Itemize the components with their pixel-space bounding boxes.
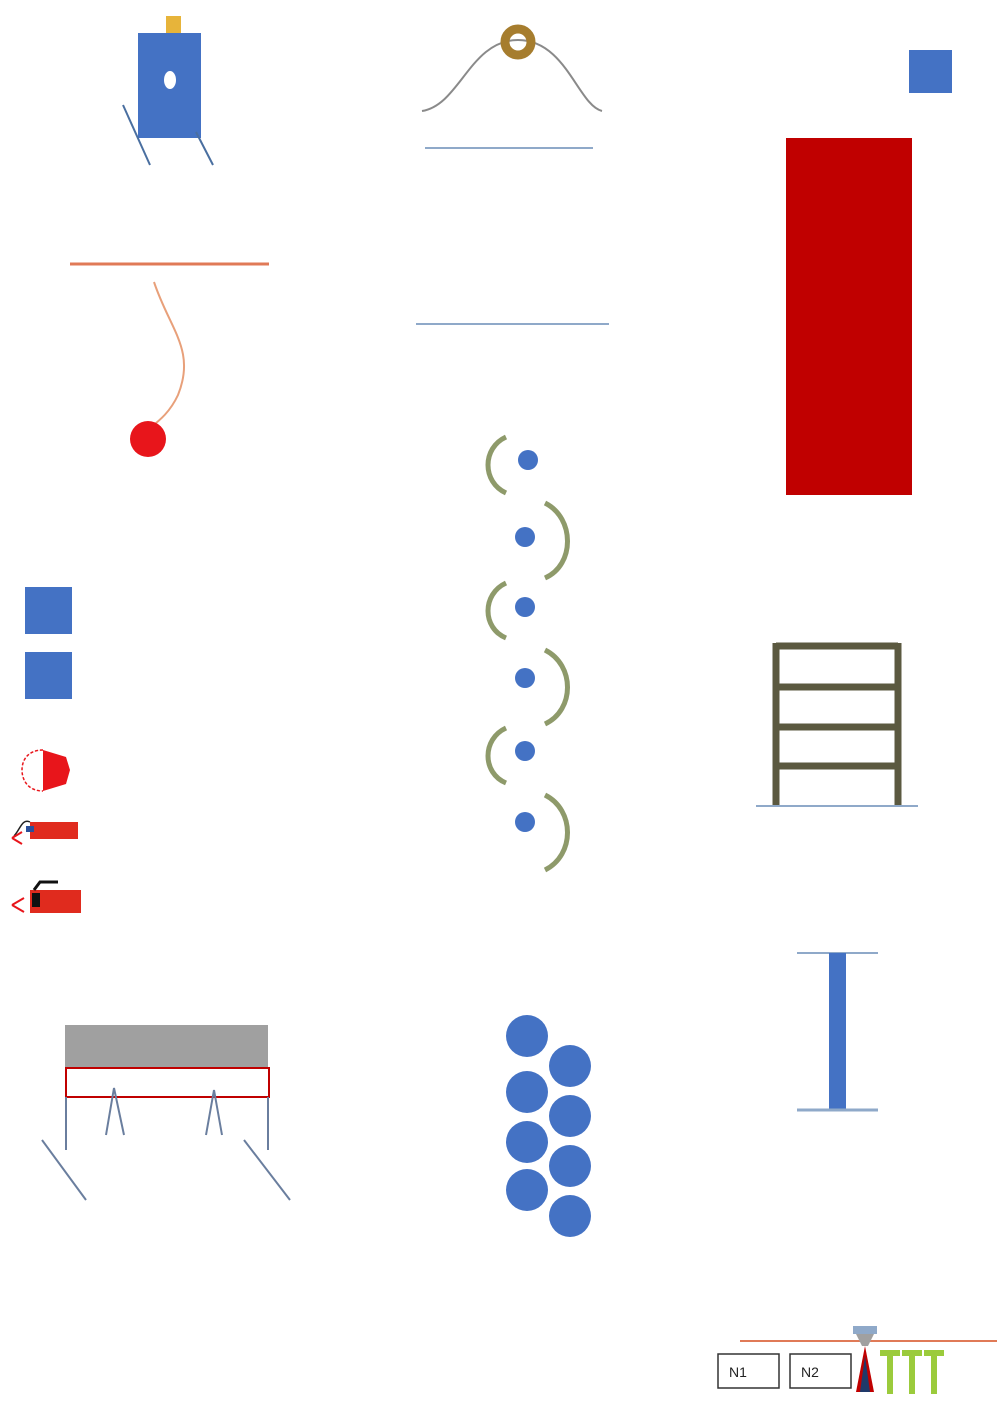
ladder-icon (776, 643, 898, 806)
node-label-n1: N1 (729, 1364, 747, 1380)
lunge-dots (515, 450, 538, 832)
stacked-blue-squares-icon (25, 587, 72, 699)
node-box-n2: N2 (790, 1354, 851, 1388)
fire-extinguisher-icon (12, 821, 78, 844)
bell-icon (22, 750, 70, 791)
cylinder-on-cart-icon (123, 16, 213, 165)
hanging-valve-icon (70, 264, 269, 457)
lunge-arrows-icon (488, 437, 568, 870)
bell-curve-ring-icon (422, 29, 602, 148)
table-with-legs-icon (42, 1025, 290, 1200)
node-box-n1: N1 (718, 1354, 779, 1388)
small-blue-square-icon (909, 50, 952, 93)
tall-red-block-icon (786, 138, 912, 495)
node-label-n2: N2 (801, 1364, 819, 1380)
i-beam-icon (797, 953, 878, 1111)
fire-extinguisher-icon (12, 882, 81, 913)
round-marker-cluster-icon (506, 1015, 591, 1237)
